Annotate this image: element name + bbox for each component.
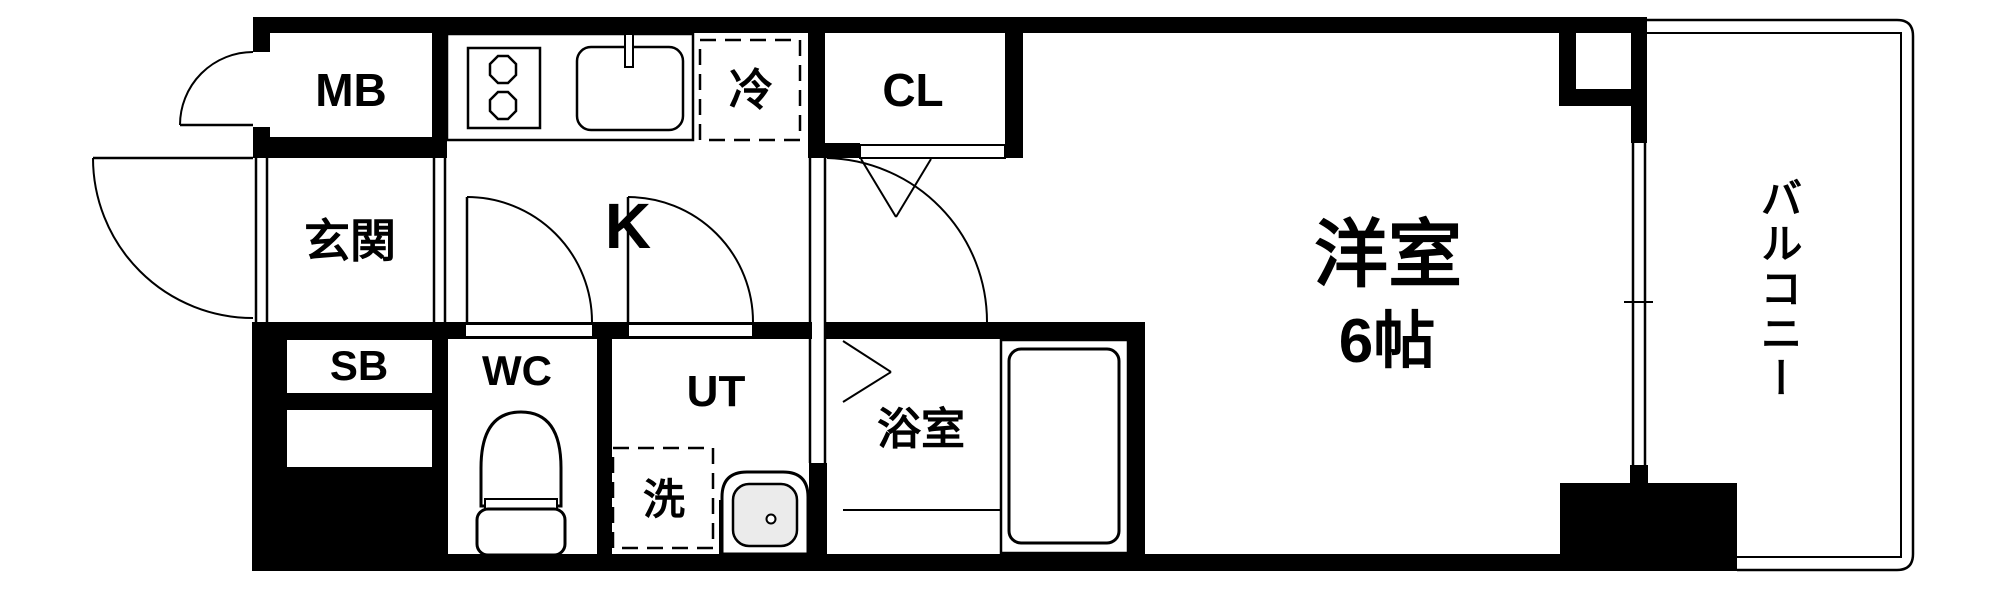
label-western-room-size: 6帖 xyxy=(1338,307,1436,376)
meter-box-door xyxy=(179,51,254,127)
refrigerator-space-box xyxy=(698,38,802,142)
washer-space-box xyxy=(611,446,715,550)
entrance-door xyxy=(92,156,254,319)
label-utility: UT xyxy=(686,367,746,416)
label-entrance: 玄関 xyxy=(304,215,396,267)
label-kitchen: K xyxy=(604,190,652,262)
label-balcony: バルコニー xyxy=(1755,176,1802,402)
wc-door xyxy=(465,196,593,323)
label-western-room: 洋室 xyxy=(1314,213,1462,296)
stove-icon xyxy=(466,46,542,130)
label-refrigerator: 冷 xyxy=(729,66,773,115)
utility-door xyxy=(626,196,754,323)
closet-door-icon xyxy=(860,158,932,218)
bathtub-icon xyxy=(999,338,1130,555)
label-shoe-box: SB xyxy=(329,342,389,389)
label-meter-box: MB xyxy=(315,64,387,116)
faucet-icon xyxy=(624,33,634,68)
washbasin-icon xyxy=(719,470,810,556)
label-toilet: WC xyxy=(482,347,552,394)
balcony-window xyxy=(1624,142,1653,465)
kitchen-counter xyxy=(445,32,695,142)
bathroom-door-icon xyxy=(842,340,892,403)
label-closet: CL xyxy=(882,64,944,116)
western-room-door xyxy=(826,157,988,323)
toilet-icon xyxy=(475,410,567,557)
balcony-outline xyxy=(1647,18,1915,572)
label-bathroom: 浴室 xyxy=(877,405,965,454)
label-washer: 洗 xyxy=(642,476,686,523)
partition-walls xyxy=(254,158,827,463)
